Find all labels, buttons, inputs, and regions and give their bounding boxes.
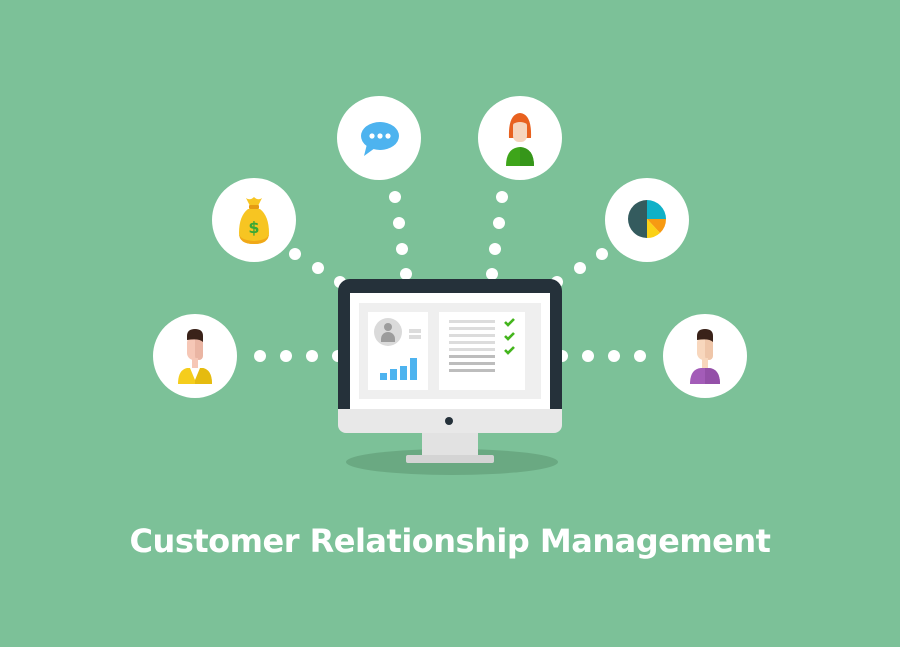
man-purple-icon (663, 314, 747, 398)
check-icons (504, 318, 515, 355)
screen (350, 293, 550, 409)
monitor-chin (338, 409, 562, 433)
monitor (338, 279, 562, 475)
info-line (409, 329, 421, 333)
profile-card (368, 312, 428, 390)
dollar-symbol: $ (248, 218, 259, 237)
monitor-stand-base (406, 455, 494, 463)
monitor-stand (422, 431, 478, 457)
pie-chart-icon (605, 178, 689, 262)
user-avatar-icon (374, 318, 402, 346)
chat-bubble-icon (337, 96, 421, 180)
screen-panel (359, 303, 541, 399)
man-yellow-suit-icon (153, 314, 237, 398)
money-bag-icon: $ (212, 178, 296, 262)
camera-dot (445, 417, 453, 425)
page-title: Customer Relationship Management (129, 522, 771, 560)
bar-chart-icon (380, 356, 420, 380)
info-line (409, 335, 421, 339)
checklist-card (439, 312, 525, 390)
woman-green-icon (478, 96, 562, 180)
